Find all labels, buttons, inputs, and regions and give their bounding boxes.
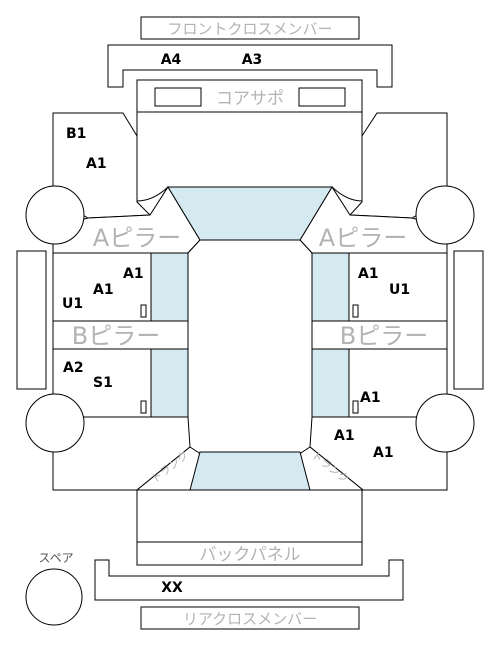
back-panel-label: バックパネル bbox=[199, 545, 300, 565]
right-rear-window[interactable] bbox=[311, 348, 350, 418]
right-front-wheel[interactable] bbox=[415, 185, 475, 245]
right-front-window[interactable] bbox=[311, 252, 350, 322]
front-cross-member-box bbox=[140, 16, 360, 40]
roof[interactable] bbox=[187, 239, 313, 461]
right-rear-door-handle bbox=[352, 400, 359, 414]
code-left-rear-door-1: A2 bbox=[63, 360, 84, 376]
rear-window[interactable] bbox=[189, 451, 311, 491]
spare-label: スペア bbox=[38, 551, 73, 565]
spare-tire[interactable] bbox=[25, 568, 83, 626]
code-front-left: A4 bbox=[161, 52, 182, 68]
front-cross-member-label: フロントクロスメンバー bbox=[167, 20, 332, 38]
right-side-sill[interactable] bbox=[453, 250, 484, 390]
left-b-pillar-label: Bピラー bbox=[72, 322, 160, 350]
left-a-pillar-label: Aピラー bbox=[93, 224, 181, 252]
right-front-door-handle bbox=[352, 304, 359, 318]
rear-cross-member-box bbox=[140, 606, 360, 630]
front-bumper[interactable] bbox=[107, 44, 393, 88]
right-a-pillar-label: Aピラー bbox=[319, 224, 407, 252]
code-front-right: A3 bbox=[242, 52, 263, 68]
code-right-rear-quarter-1: A1 bbox=[334, 428, 355, 444]
code-right-rear-quarter-2: A1 bbox=[373, 445, 394, 461]
left-rear-window[interactable] bbox=[150, 348, 189, 418]
rear-bumper[interactable] bbox=[94, 559, 404, 601]
core-support-left-light bbox=[154, 87, 202, 107]
core-support-label: コアサポ bbox=[216, 89, 284, 109]
code-right-front-door-1: A1 bbox=[358, 266, 379, 282]
right-rear-wheel[interactable] bbox=[415, 393, 475, 453]
code-rear: XX bbox=[161, 580, 183, 596]
code-left-front-door-3: U1 bbox=[62, 296, 83, 312]
code-left-front-fender-1: B1 bbox=[66, 126, 86, 142]
left-side-sill[interactable] bbox=[16, 250, 47, 390]
code-left-front-door-2: A1 bbox=[93, 282, 114, 298]
back-panel[interactable] bbox=[136, 541, 363, 566]
code-left-rear-door-2: S1 bbox=[93, 375, 113, 391]
trunk-lid[interactable] bbox=[136, 489, 363, 543]
left-front-wheel[interactable] bbox=[25, 185, 85, 245]
left-rear-wheel[interactable] bbox=[25, 393, 85, 453]
core-support-right-light bbox=[298, 87, 346, 107]
left-front-door-handle bbox=[140, 304, 147, 318]
right-b-pillar[interactable] bbox=[311, 320, 448, 350]
left-rear-door-handle bbox=[140, 400, 147, 414]
code-right-rear-door-1: A1 bbox=[360, 390, 381, 406]
left-front-window[interactable] bbox=[150, 252, 189, 322]
rear-cross-member-label: リアクロスメンバー bbox=[183, 610, 317, 628]
code-left-front-fender-2: A1 bbox=[86, 156, 107, 172]
left-b-pillar[interactable] bbox=[52, 320, 189, 350]
code-left-front-door-1: A1 bbox=[123, 266, 144, 282]
right-b-pillar-label: Bピラー bbox=[340, 322, 428, 350]
code-right-front-door-2: U1 bbox=[389, 282, 410, 298]
